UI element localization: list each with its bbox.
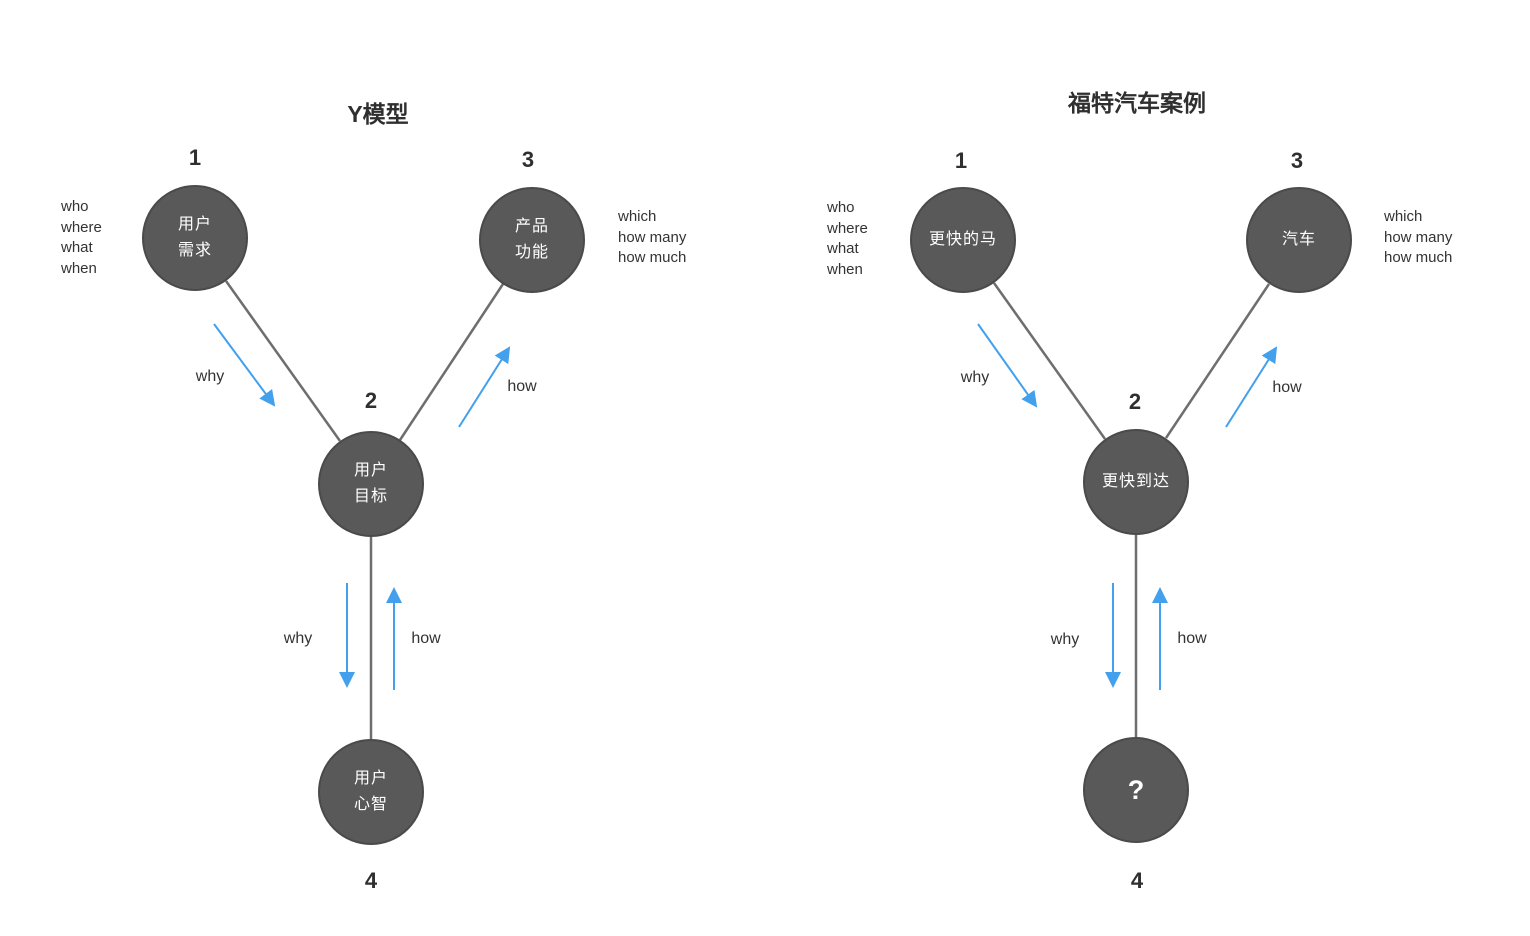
right-node2-number: 2 (1128, 389, 1142, 414)
left-how-lower-label: how (411, 630, 441, 647)
left-annotation-which-how-many-how-much: which how many how much (618, 208, 687, 266)
right-annotation-who-where-what-when: who where what when (827, 199, 868, 278)
right-node4-number: 4 (1130, 868, 1144, 893)
right-how-lower-label: how (1177, 630, 1207, 647)
right-diagram-title: 福特汽车案例 (1068, 90, 1206, 116)
right-why-upper-label: why (960, 369, 990, 386)
left-annotation-who-where-what-when: who where what when (61, 198, 102, 277)
right-why-upper-arrow (977, 323, 1038, 408)
left-why-upper-arrow (213, 323, 276, 407)
right-node3-car: 汽车 (1246, 187, 1352, 293)
left-connector-node3-node2 (398, 283, 505, 441)
right-node2-label: 更快到达 (1101, 473, 1170, 490)
left-node1-number: 1 (188, 145, 202, 170)
left-node4-label: 用户 心智 (353, 770, 388, 813)
right-how-upper-label: how (1272, 379, 1302, 396)
left-node3-label: 产品 功能 (514, 218, 549, 261)
right-node3-label: 汽车 (1281, 231, 1316, 248)
right-node1-number: 1 (954, 148, 968, 173)
left-how-upper-arrow (458, 346, 511, 428)
right-node4-label: ? (1127, 775, 1145, 805)
left-why-lower-label: why (283, 630, 313, 647)
left-node1-label: 用户 需求 (177, 216, 212, 259)
right-connector-node3-node2 (1164, 283, 1271, 439)
left-node1-user-needs: 用户 需求 (142, 185, 248, 291)
right-node3-number: 3 (1290, 148, 1304, 173)
left-node2-user-goals: 用户 目标 (318, 431, 424, 537)
left-diagram-title: Y模型 (347, 101, 409, 127)
left-node3-number: 3 (521, 147, 535, 172)
left-node4-user-mindset: 用户 心智 (318, 739, 424, 845)
left-node4-number: 4 (364, 868, 378, 893)
right-connector-node1-node2 (992, 282, 1107, 440)
right-node4-question-mark: ? (1083, 737, 1189, 843)
left-why-upper-label: why (195, 368, 225, 385)
left-node3-product-features: 产品 功能 (479, 187, 585, 293)
left-how-upper-label: how (507, 378, 537, 395)
right-why-lower-label: why (1050, 631, 1080, 648)
left-connector-node1-node2 (224, 280, 342, 442)
right-node1-faster-horse: 更快的马 (910, 187, 1016, 293)
right-node1-label: 更快的马 (928, 231, 997, 248)
left-node2-number: 2 (364, 388, 378, 413)
right-annotation-which-how-many-how-much: which how many how much (1384, 208, 1453, 266)
right-how-upper-arrow (1225, 346, 1278, 428)
right-node2-arrive-faster: 更快到达 (1083, 429, 1189, 535)
left-node2-label: 用户 目标 (353, 462, 388, 505)
